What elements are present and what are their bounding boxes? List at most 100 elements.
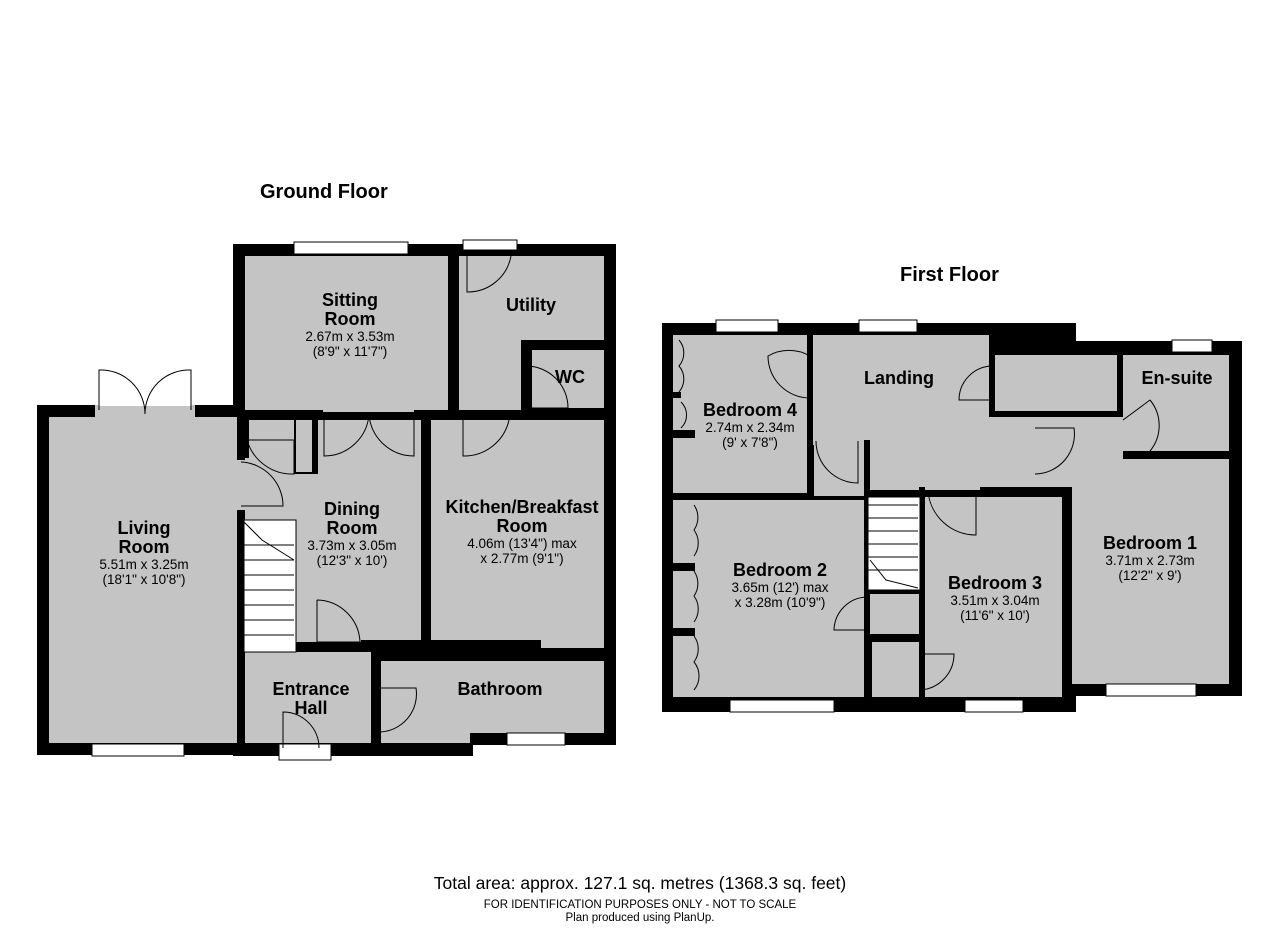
- front-door: [282, 711, 320, 749]
- first-floor-stairs: [867, 496, 921, 591]
- cupboard-door-first: [919, 653, 955, 691]
- ensuite-label: En-suite: [1128, 369, 1226, 388]
- room-imperial: x 2.77m (9'1"): [480, 551, 564, 567]
- front-door-frame: [278, 743, 332, 761]
- ensuite-door: [1122, 399, 1160, 452]
- wardrobe-doors-bedroom2: [693, 504, 700, 691]
- kitchen-door: [462, 419, 510, 457]
- ground-floor-stairs: [243, 519, 297, 653]
- room-imperial: x 3.28m (10'9"): [734, 595, 826, 611]
- landing-floor-4: [870, 440, 1060, 490]
- utility-back-door: [466, 255, 512, 293]
- store-door: [958, 365, 994, 401]
- room-imperial: (8'9" x 11'7"): [312, 344, 388, 360]
- sitting-room-double-door: [323, 413, 415, 457]
- total-area: Total area: approx. 127.1 sq. metres (13…: [433, 873, 847, 893]
- landing-window: [858, 319, 918, 333]
- sitting-room-window: [293, 241, 409, 255]
- room-metric: 4.06m (13'4") max: [467, 535, 577, 551]
- sitting-room-label: Sitting Room 2.67m x 3.53m (8'9" x 11'7"…: [270, 291, 430, 360]
- room-imperial: (12'3" x 10'): [316, 553, 388, 569]
- ground-floor-plan: [37, 239, 623, 763]
- bedroom1-floor: [1072, 459, 1229, 684]
- entrance-hall-floor: [245, 652, 371, 743]
- room-metric: 3.51m x 3.04m: [950, 592, 1040, 608]
- room-metric: 2.74m x 2.34m: [705, 419, 795, 435]
- bedroom4-floor: [673, 335, 807, 493]
- ensuite-window: [1171, 339, 1213, 353]
- room-name: Bedroom 3: [947, 573, 1043, 593]
- room-name: Kitchen/Breakfast Room: [445, 497, 599, 536]
- room-name: Utility: [505, 295, 556, 315]
- bedroom4-label: Bedroom 4 2.74m x 2.34m (9' x 7'8"): [688, 401, 812, 451]
- room-name: Sitting Room: [322, 290, 378, 329]
- wc-door: [526, 356, 569, 409]
- landing-floor-3: [814, 440, 864, 496]
- utility-floor: [459, 256, 604, 340]
- cupboard-door: [246, 439, 295, 475]
- bathroom-window: [506, 732, 566, 746]
- living-room-french-door: [98, 369, 192, 415]
- sitting-room-floor: [245, 256, 448, 412]
- room-metric: 3.65m (12') max: [731, 579, 829, 595]
- bedroom3-floor: [925, 497, 1062, 697]
- dining-room-door: [316, 599, 361, 643]
- small-cupboard-floor: [872, 642, 922, 697]
- bathroom-floor: [381, 661, 604, 733]
- plan-credit: Plan produced using PlanUp.: [565, 912, 715, 924]
- bedroom3-label: Bedroom 3 3.51m x 3.04m (11'6" x 10'): [925, 574, 1065, 624]
- room-name: Bathroom: [457, 679, 543, 699]
- room-name: Living Room: [117, 518, 171, 557]
- bedroom1-door: [1034, 427, 1075, 475]
- first-floor-plan: [662, 319, 1242, 713]
- landing-floor-5: [870, 592, 922, 634]
- bedroom2-window: [729, 699, 835, 713]
- room-name: Bedroom 4: [702, 400, 798, 420]
- bedroom1-window: [1105, 683, 1197, 697]
- utility-door-frame: [462, 239, 518, 251]
- room-imperial: (12'2" x 9'): [1118, 568, 1182, 584]
- bedroom2-door: [815, 440, 859, 484]
- room-metric: 2.67m x 3.53m: [305, 328, 395, 344]
- bedroom4-door: [767, 349, 811, 399]
- room-metric: 3.71m x 2.73m: [1105, 552, 1195, 568]
- wardrobe-doors-bedroom4: [678, 339, 687, 429]
- bedroom3-door: [927, 490, 977, 536]
- landing-floor: [809, 335, 989, 445]
- store-floor: [995, 355, 1117, 411]
- utility-lower-floor: [459, 340, 521, 412]
- room-metric: 5.51m x 3.25m: [99, 556, 189, 572]
- wc-floor: [532, 350, 604, 408]
- bedroom1-floor-top: [1072, 415, 1123, 463]
- room-imperial: (11'6" x 10'): [960, 608, 1030, 624]
- living-room-window: [91, 743, 185, 757]
- bedroom2-label: Bedroom 2 3.65m (12') max x 3.28m (10'9"…: [710, 561, 850, 611]
- landing-label: Landing: [849, 369, 949, 388]
- room-name: Entrance Hall: [272, 679, 350, 718]
- bedroom1-label: Bedroom 1 3.71m x 2.73m (12'2" x 9'): [1080, 534, 1220, 584]
- room-name: WC: [555, 367, 585, 387]
- kitchen-label: Kitchen/Breakfast Room 4.06m (13'4") max…: [432, 498, 612, 567]
- disclaimer: FOR IDENTIFICATION PURPOSES ONLY - NOT T…: [483, 899, 797, 911]
- bathroom-label: Bathroom: [440, 680, 560, 699]
- ground-floor-title: Ground Floor: [260, 181, 388, 203]
- room-name: Bedroom 1: [1102, 533, 1198, 553]
- ensuite-floor: [1123, 353, 1229, 451]
- room-name: Bedroom 2: [732, 560, 828, 580]
- living-room-floor: [49, 417, 237, 743]
- utility-label: Utility: [491, 296, 571, 315]
- room-name: En-suite: [1141, 368, 1213, 388]
- bedroom2-floor: [673, 500, 864, 697]
- entrance-hall-label: Entrance Hall: [256, 680, 366, 718]
- room-metric: 3.73m x 3.05m: [307, 537, 397, 553]
- living-room-label: Living Room 5.51m x 3.25m (18'1" x 10'8"…: [64, 519, 224, 588]
- living-room-door: [240, 461, 284, 507]
- kitchen-floor: [431, 420, 604, 640]
- wc-label: WC: [545, 368, 595, 387]
- room-imperial: (18'1" x 10'8"): [102, 572, 186, 588]
- bathroom-door: [378, 687, 417, 733]
- room-name: Dining Room: [324, 499, 380, 538]
- room-imperial: (9' x 7'8"): [722, 435, 778, 451]
- bedroom4-window: [715, 319, 779, 333]
